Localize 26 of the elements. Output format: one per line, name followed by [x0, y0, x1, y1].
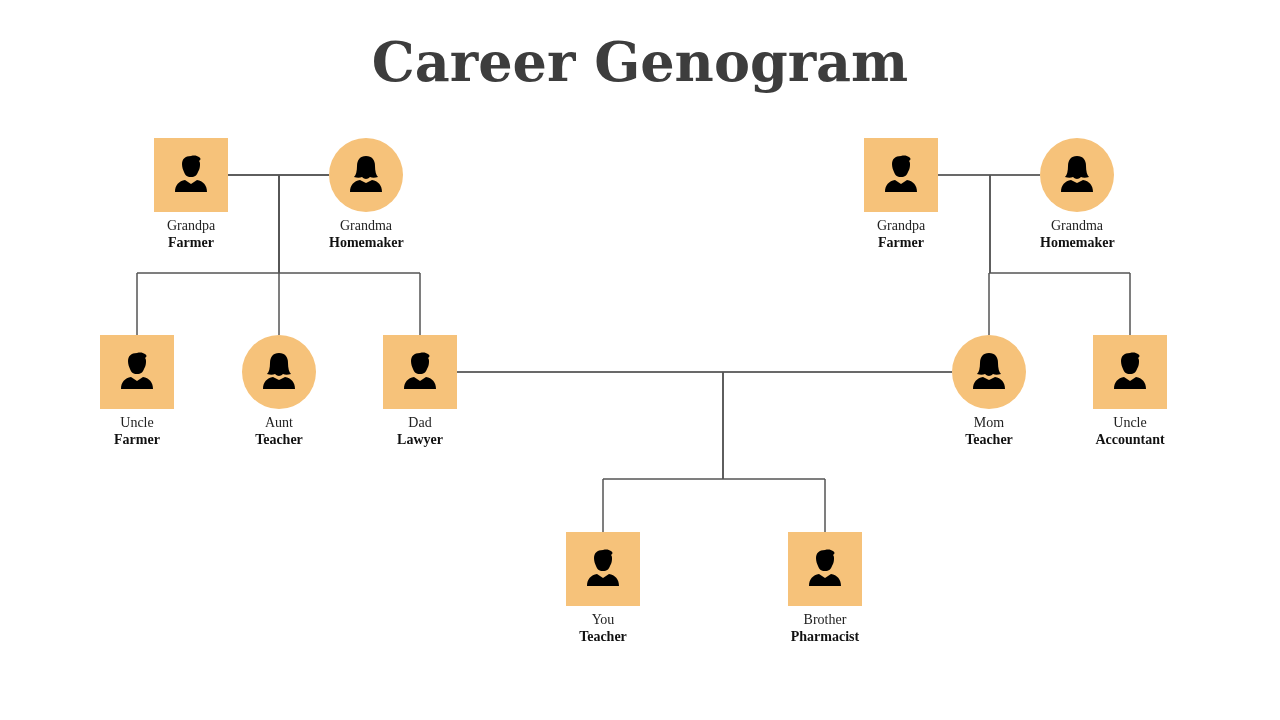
title: Career Genogram [370, 30, 910, 94]
connector-line [989, 174, 1131, 336]
occupation-label: Homemaker [1040, 234, 1114, 251]
person-name: Aunt [264, 414, 294, 431]
occupation-label: Teacher [964, 431, 1014, 448]
connector-line [278, 174, 421, 336]
person-name: Mom [972, 414, 1006, 431]
occupation-label: Pharmacist [789, 628, 861, 645]
occupation-label: Accountant [1094, 431, 1166, 448]
connector-line [722, 371, 953, 533]
occupation-label: Farmer [167, 234, 215, 251]
person-name: Grandma [338, 217, 394, 234]
person-name: Grandpa [165, 217, 217, 234]
occupation-label: Farmer [877, 234, 925, 251]
occupation-label: Farmer [113, 431, 161, 448]
person-name: Brother [802, 611, 848, 628]
occupation-label: Homemaker [329, 234, 403, 251]
occupation-label: Teacher [254, 431, 304, 448]
person-name: Uncle [1112, 414, 1148, 431]
person-name: Dad [407, 414, 433, 431]
person-name: Grandma [1049, 217, 1105, 234]
person-name: You [590, 611, 616, 628]
person-name: Uncle [119, 414, 155, 431]
person-name: Grandpa [875, 217, 927, 234]
occupation-label: Lawyer [396, 431, 444, 448]
occupation-label: Teacher [578, 628, 628, 645]
